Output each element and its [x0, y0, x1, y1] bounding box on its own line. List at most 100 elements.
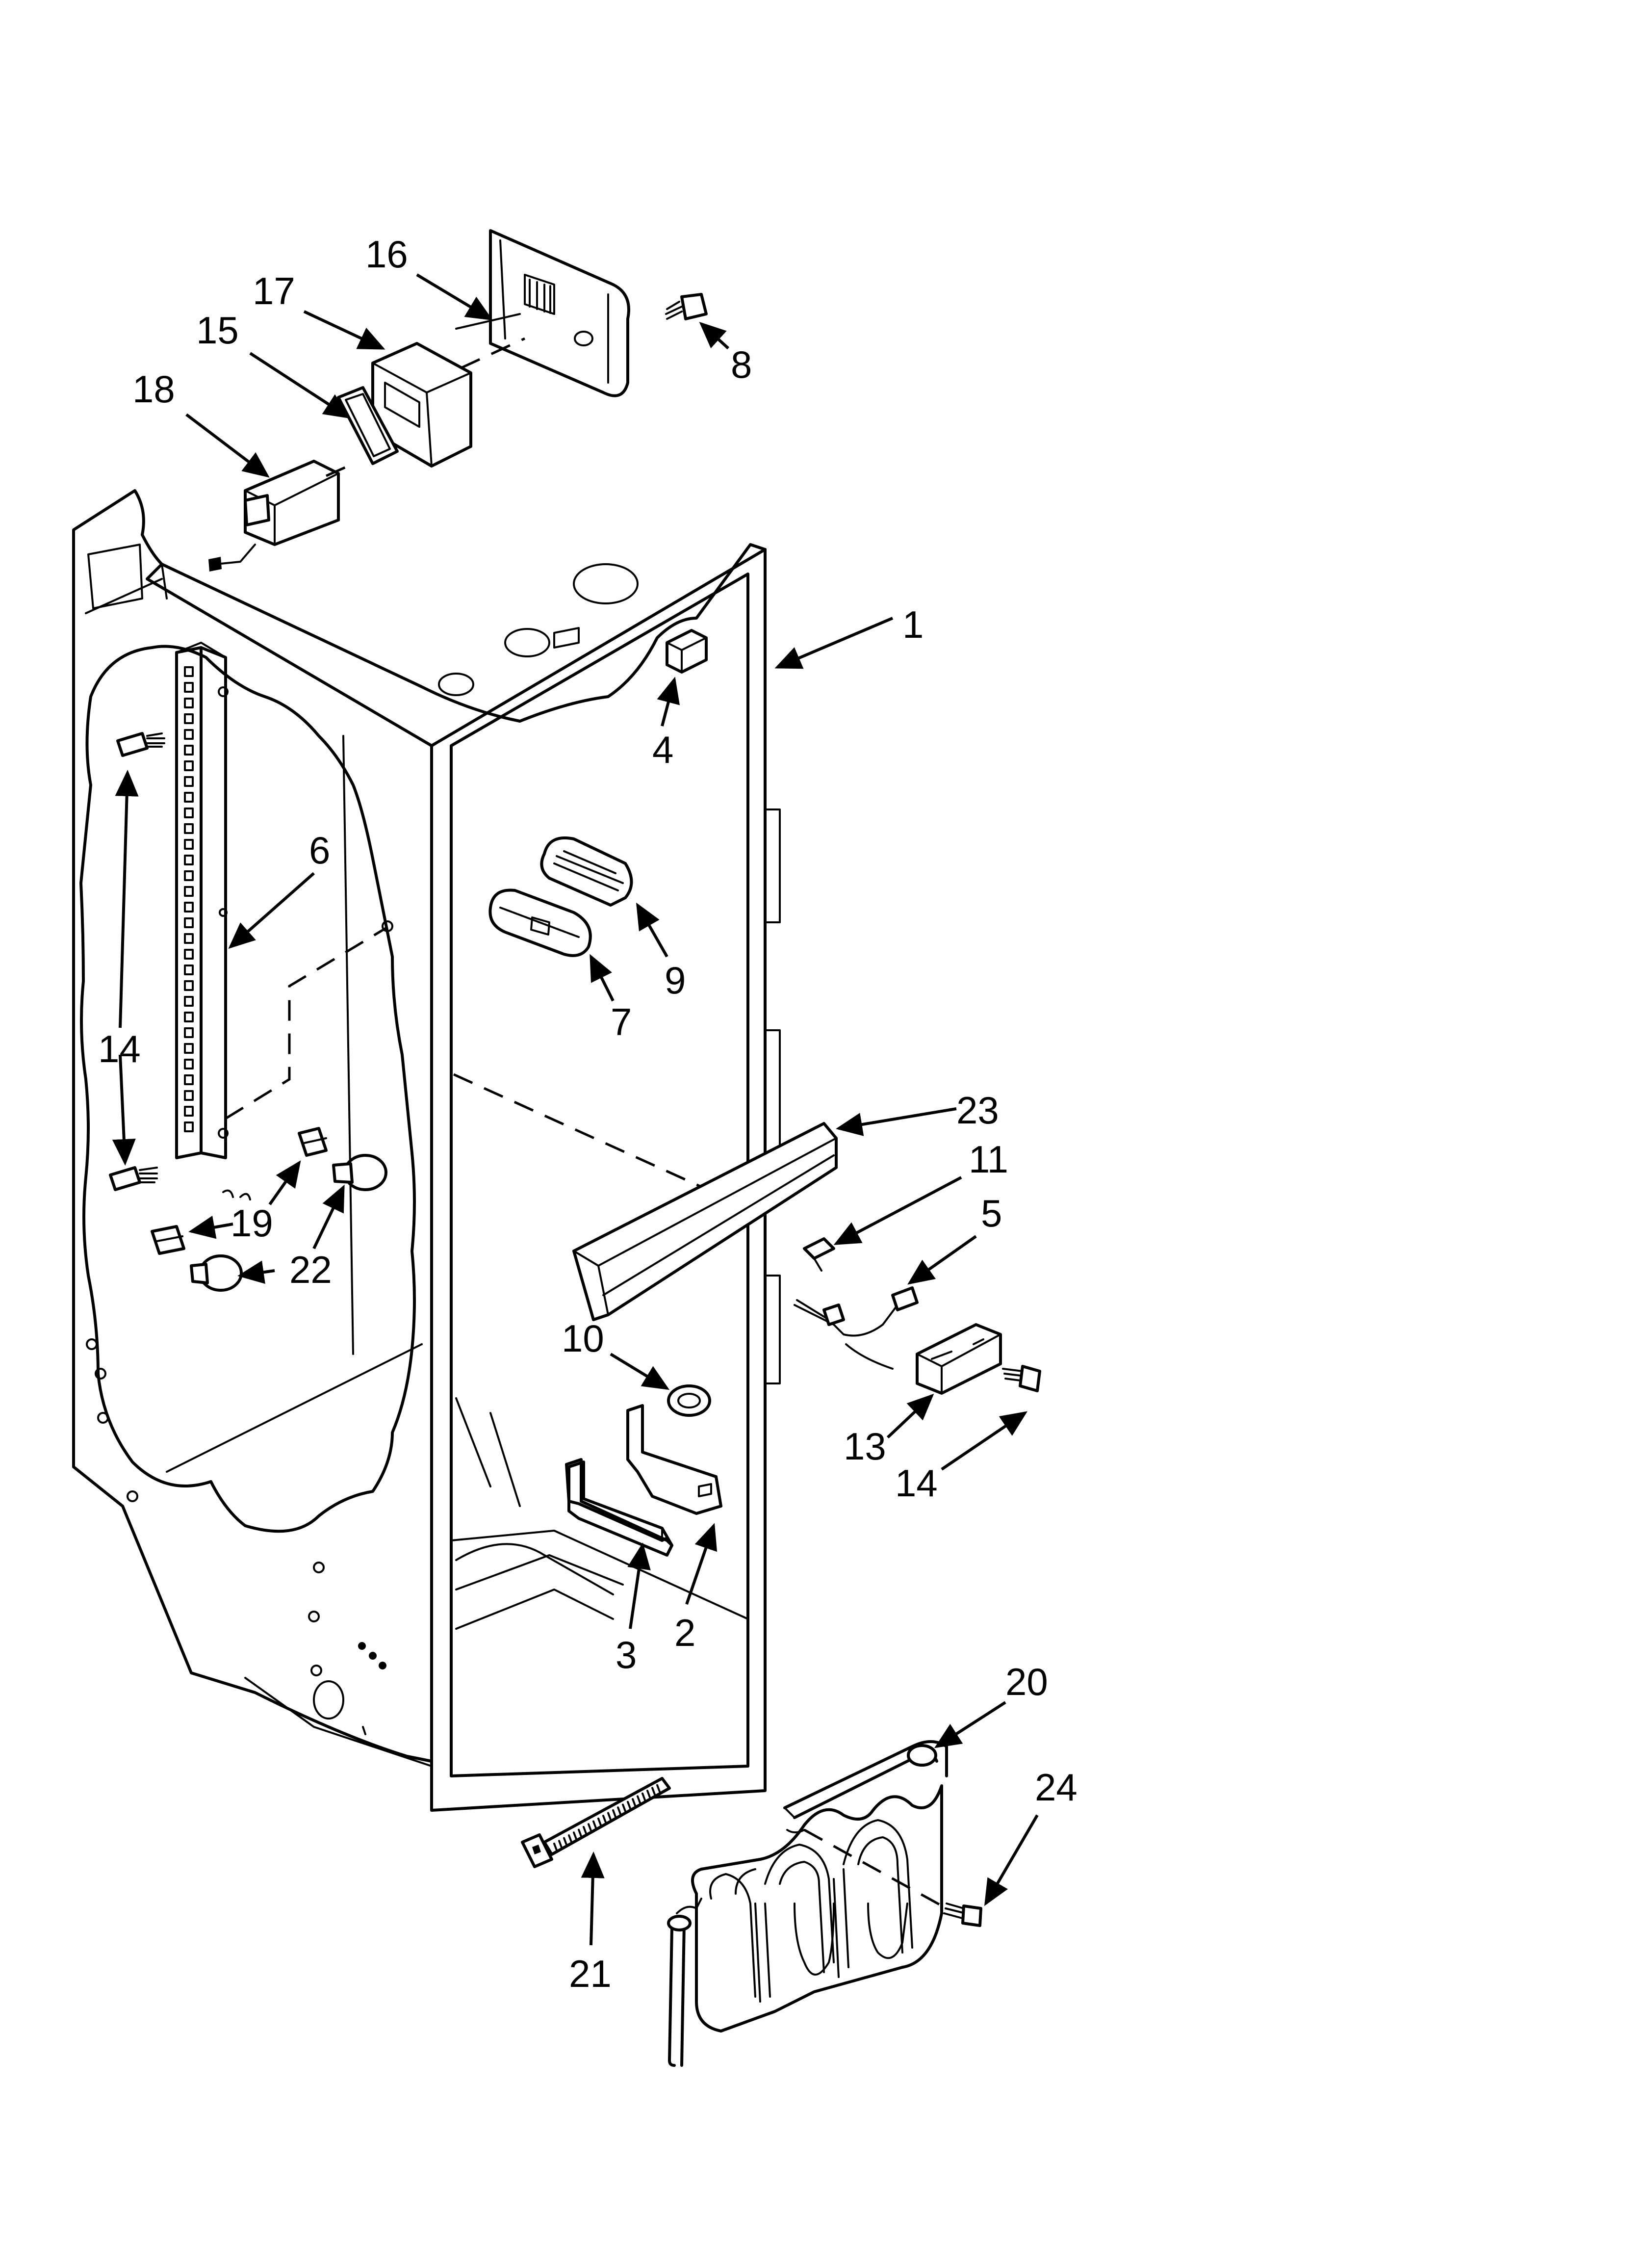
- cable-tie-tooth: [646, 1790, 651, 1800]
- light-socket-upper: [298, 1127, 328, 1157]
- evaporator-screw: [943, 1903, 982, 1927]
- ladder-slot: [184, 949, 194, 960]
- ladder-slot: [184, 1090, 194, 1101]
- ladder-slot: [184, 729, 194, 740]
- control-housing: [489, 229, 630, 397]
- ladder-slot: [184, 1106, 194, 1117]
- ladder-slot: [184, 1074, 194, 1085]
- ladder-slot: [184, 682, 194, 693]
- ladder-slot: [184, 776, 194, 787]
- ladder-slot: [184, 760, 194, 771]
- crisper-cover-support: [572, 1122, 838, 1321]
- cable-tie: [521, 1777, 671, 1868]
- cable-tie-tooth: [588, 1823, 592, 1833]
- ladder-slot: [184, 965, 194, 975]
- callout-label-c21: 21: [569, 1952, 612, 1995]
- evaporator-coil: [667, 1740, 948, 2067]
- grommet: [667, 1384, 711, 1417]
- ladder-slot: [184, 808, 194, 818]
- leader-arrow-c5: [907, 1235, 977, 1285]
- callout-label-c20: 20: [1005, 1660, 1048, 1703]
- ladder-slot: [184, 1121, 194, 1132]
- vent-bezel: [488, 888, 592, 957]
- dashed-gasket-to-damper: [325, 465, 349, 477]
- duct-gasket: [337, 386, 399, 465]
- wire-harness: [794, 1286, 919, 1370]
- cabinet-liner: [72, 489, 781, 1812]
- leader-arrow-c14b: [941, 1411, 1027, 1471]
- light-switch-module: [916, 1323, 1002, 1395]
- leader-arrow-c1: [774, 617, 894, 669]
- bracket-right: [626, 1404, 722, 1515]
- leader-arrow-c14a: [115, 770, 139, 1028]
- wire-clip: [803, 1237, 835, 1272]
- callout-label-c9: 9: [665, 959, 686, 1002]
- callout-label-c1: 1: [902, 603, 924, 646]
- callout-label-c14a: 14: [98, 1027, 141, 1070]
- cable-tie-tooth: [632, 1798, 637, 1808]
- ladder-slot: [184, 996, 194, 1007]
- callout-label-c23: 23: [956, 1089, 999, 1132]
- leader-arrow-c11: [833, 1176, 962, 1245]
- cable-tie-tooth: [563, 1837, 568, 1847]
- callout-label-c14b: 14: [895, 1461, 938, 1505]
- leader-arrow-c8: [699, 321, 730, 350]
- leader-arrow-c6: [228, 872, 315, 949]
- ladder-slot: [184, 870, 194, 881]
- light-bulb-upper: [332, 1154, 387, 1191]
- callout-label-c8: 8: [731, 343, 752, 386]
- cable-tie-teeth: [553, 1784, 661, 1852]
- callout-label-c19: 19: [231, 1201, 273, 1245]
- cable-tie-tooth: [607, 1812, 612, 1822]
- ladder-slot: [184, 917, 194, 928]
- leader-arrow-c19: [268, 1160, 301, 1205]
- light-bulb-lower: [190, 1254, 243, 1292]
- callout-label-c4: 4: [652, 728, 673, 771]
- ladder-slot: [184, 1012, 194, 1022]
- cable-tie-tooth: [602, 1815, 607, 1825]
- leader-arrow-c21: [581, 1851, 605, 1946]
- cable-tie-tooth: [617, 1806, 622, 1817]
- callout-label-c16: 16: [365, 233, 408, 276]
- ladder-slot: [184, 1027, 194, 1038]
- callout-label-c3: 3: [616, 1633, 637, 1676]
- screw-top-right: [665, 293, 708, 320]
- cable-tie-tooth: [583, 1825, 588, 1836]
- cable-tie-tooth: [651, 1787, 656, 1797]
- light-switch: [666, 629, 708, 674]
- leader-arrow-c22: [312, 1184, 345, 1250]
- ladder-slot: [184, 933, 194, 944]
- ladder-slot: [184, 823, 194, 834]
- screw-top-left: [116, 732, 165, 757]
- dashed-duct-to-housing: [460, 337, 526, 369]
- leader-arrow-c14a2: [112, 1054, 136, 1166]
- leader-arrow-c7: [590, 954, 615, 1002]
- damper-control: [208, 460, 340, 572]
- leader-arrow-c23: [836, 1107, 957, 1136]
- leader-arrow-c3: [627, 1542, 651, 1629]
- cable-tie-tooth: [578, 1828, 583, 1839]
- ladder-slot: [184, 745, 194, 756]
- ladder-slots: [184, 666, 194, 1132]
- callout-label-c6: 6: [309, 829, 330, 872]
- leader-arrow-c16: [416, 273, 493, 321]
- callout-label-c15: 15: [196, 309, 239, 352]
- callout-label-c22: 22: [289, 1248, 332, 1291]
- leader-arrow-c15: [249, 352, 351, 419]
- leader-arrow-c24: [984, 1814, 1039, 1906]
- cable-tie-tooth: [597, 1817, 602, 1827]
- leader-arrow-c22b: [237, 1260, 275, 1284]
- ladder-slot: [184, 713, 194, 724]
- cable-tie-tooth: [553, 1843, 558, 1852]
- screw-lower-right: [1002, 1365, 1041, 1392]
- cable-tie-tooth: [573, 1831, 578, 1842]
- clip-small: [222, 1189, 234, 1198]
- ladder-slot: [184, 855, 194, 865]
- ladder-slot: [184, 1059, 194, 1069]
- leader-arrow-c13: [886, 1393, 934, 1439]
- ladder-slot: [184, 1043, 194, 1054]
- cable-tie-tooth: [568, 1834, 573, 1844]
- ladder-slot: [184, 839, 194, 850]
